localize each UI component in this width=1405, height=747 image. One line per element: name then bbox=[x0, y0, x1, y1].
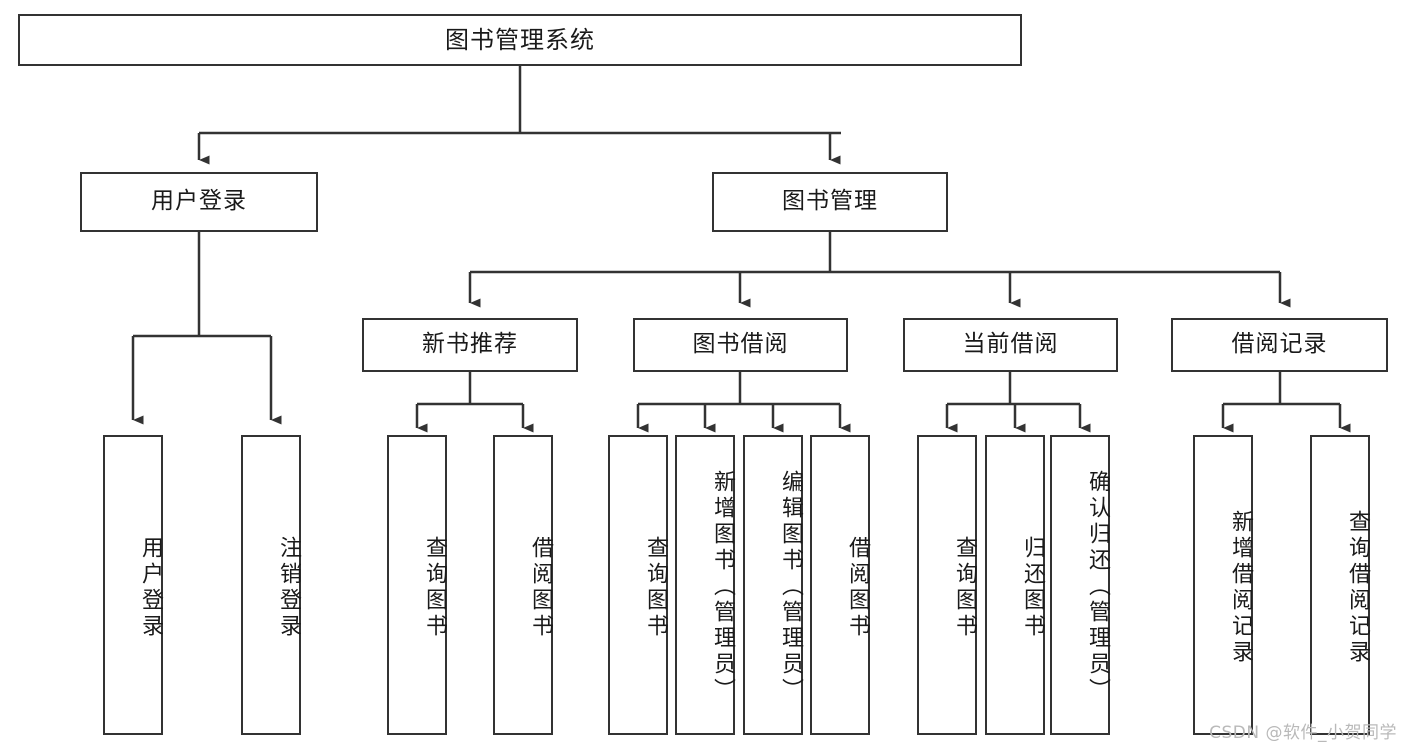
node-label: 借阅记录 bbox=[1231, 331, 1328, 358]
leaf-new-book-query-book[interactable]: 查询图书 bbox=[387, 435, 447, 735]
leaf-current-borrow-confirm-return-admin[interactable]: 确认归还（管理员） bbox=[1050, 435, 1110, 735]
leaf-label: 新增图书（管理员） bbox=[710, 470, 735, 704]
leaf-user-login-login[interactable]: 用户登录 bbox=[103, 435, 163, 735]
watermark-text: CSDN @软件_小贺同学 bbox=[1209, 723, 1397, 743]
node-current-borrow[interactable]: 当前借阅 bbox=[903, 318, 1118, 372]
leaf-label: 用户登录 bbox=[138, 536, 163, 640]
node-book-management[interactable]: 图书管理 bbox=[712, 172, 948, 232]
node-label: 新书推荐 bbox=[422, 331, 518, 358]
node-root-book-management-system[interactable]: 图书管理系统 bbox=[18, 14, 1022, 66]
leaf-current-borrow-return-book[interactable]: 归还图书 bbox=[985, 435, 1045, 735]
leaf-label: 借阅图书 bbox=[528, 536, 553, 640]
node-borrow-record[interactable]: 借阅记录 bbox=[1171, 318, 1388, 372]
leaf-label: 查询借阅记录 bbox=[1345, 510, 1370, 666]
leaf-borrow-record-add-record[interactable]: 新增借阅记录 bbox=[1193, 435, 1253, 735]
node-label: 图书管理 bbox=[782, 188, 878, 215]
leaf-user-login-logout[interactable]: 注销登录 bbox=[241, 435, 301, 735]
leaf-label: 确认归还（管理员） bbox=[1085, 470, 1110, 704]
leaf-label: 借阅图书 bbox=[845, 536, 870, 640]
node-label: 当前借阅 bbox=[962, 331, 1059, 358]
leaf-label: 查询图书 bbox=[952, 536, 977, 640]
leaf-current-borrow-query-book[interactable]: 查询图书 bbox=[917, 435, 977, 735]
node-new-book-recommend[interactable]: 新书推荐 bbox=[362, 318, 578, 372]
node-label: 用户登录 bbox=[151, 188, 247, 215]
leaf-label: 编辑图书（管理员） bbox=[778, 470, 803, 704]
leaf-book-borrow-add-book-admin[interactable]: 新增图书（管理员） bbox=[675, 435, 735, 735]
node-label: 图书管理系统 bbox=[445, 25, 595, 54]
leaf-book-borrow-query-book[interactable]: 查询图书 bbox=[608, 435, 668, 735]
node-book-borrow[interactable]: 图书借阅 bbox=[633, 318, 848, 372]
leaf-label: 归还图书 bbox=[1020, 536, 1045, 640]
node-label: 图书借阅 bbox=[692, 331, 789, 358]
leaf-book-borrow-edit-book-admin[interactable]: 编辑图书（管理员） bbox=[743, 435, 803, 735]
leaf-book-borrow-borrow-book[interactable]: 借阅图书 bbox=[810, 435, 870, 735]
leaf-label: 注销登录 bbox=[276, 536, 301, 640]
leaf-label: 查询图书 bbox=[643, 536, 668, 640]
leaf-label: 新增借阅记录 bbox=[1228, 510, 1253, 666]
leaf-label: 查询图书 bbox=[422, 536, 447, 640]
node-user-login[interactable]: 用户登录 bbox=[80, 172, 318, 232]
leaf-borrow-record-query-record[interactable]: 查询借阅记录 bbox=[1310, 435, 1370, 735]
leaf-new-book-borrow-book[interactable]: 借阅图书 bbox=[493, 435, 553, 735]
